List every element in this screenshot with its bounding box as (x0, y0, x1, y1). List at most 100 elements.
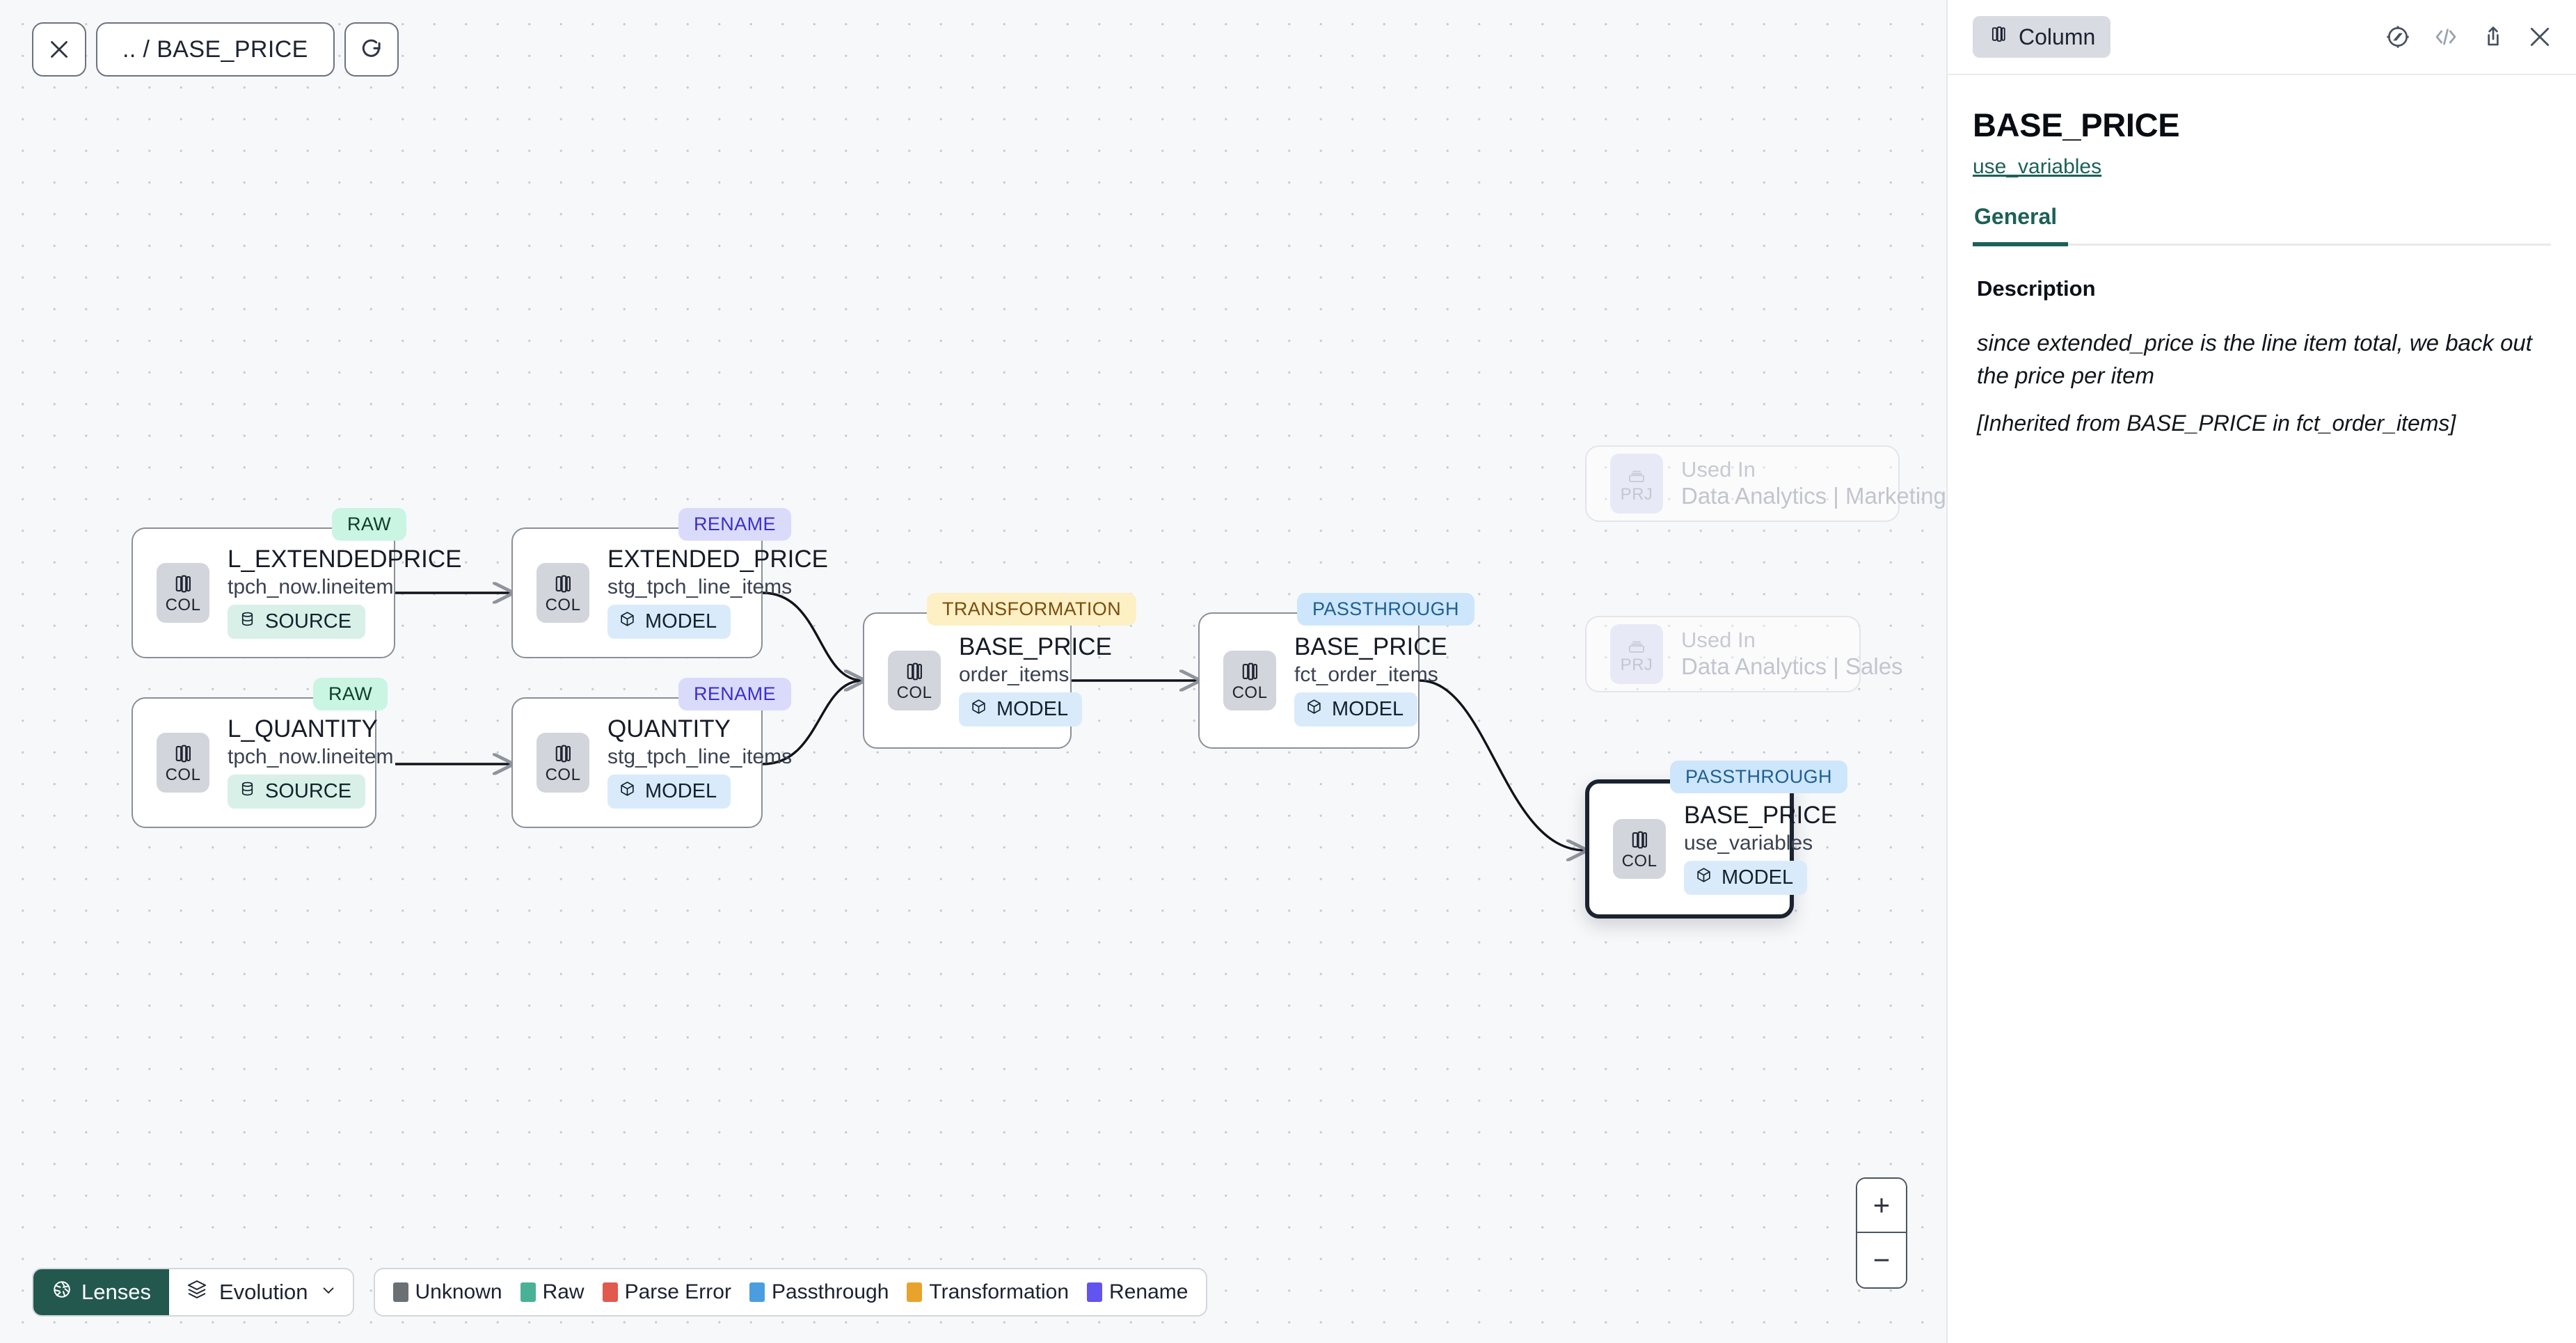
node-l-quantity[interactable]: COL L_QUANTITY tpch_now.lineitem SOURCE (132, 697, 393, 828)
zoom-in-button[interactable]: + (1857, 1179, 1906, 1233)
node-chip-label: MODEL (645, 610, 717, 633)
badge-label: TRANSFORMATION (942, 598, 1122, 619)
badge-rename: RENAME (678, 678, 791, 710)
node-title: BASE_PRICE (1684, 801, 1837, 829)
chevron-down-icon (319, 1280, 337, 1305)
node-chip-label: SOURCE (265, 780, 352, 803)
panel-title-block: BASE_PRICE use_variables (1948, 75, 2576, 179)
inherited-middle: in (2266, 410, 2296, 436)
node-used-in-sales[interactable]: PRJ Used In Data Analytics | Sales (1585, 616, 1903, 692)
column-icon-label: COL (1232, 683, 1268, 702)
column-icon: COL (536, 733, 589, 793)
node-l-extendedprice[interactable]: COL L_EXTENDEDPRICE tpch_now.lineitem SO… (132, 527, 461, 658)
legend-swatch (907, 1282, 923, 1302)
close-icon (47, 37, 72, 62)
project-icon: PRJ (1610, 624, 1663, 684)
node-chip-label: MODEL (1332, 698, 1404, 721)
node-subtitle: Data Analytics | Marketing (1681, 483, 1946, 509)
column-icon: COL (888, 651, 941, 710)
lineage-legend: Unknown Raw Parse Error Passthrough Tran… (373, 1268, 1208, 1317)
node-base-price-fct-order-items[interactable]: COL BASE_PRICE fct_order_items MODEL (1198, 612, 1447, 749)
canvas-bottom-bar: Lenses Evolution (32, 1268, 1208, 1317)
node-subtitle: Data Analytics | Sales (1681, 653, 1903, 680)
entity-kind-label: Column (2019, 24, 2096, 49)
legend-label: Passthrough (771, 1280, 889, 1303)
column-icon-label: COL (545, 765, 581, 784)
legend-item-parse-error[interactable]: Parse Error (602, 1280, 731, 1304)
node-base-price-use-variables[interactable]: COL BASE_PRICE use_variables MODEL (1585, 779, 1837, 919)
inherited-model-link[interactable]: fct_order_items (2296, 410, 2450, 436)
legend-label: Rename (1109, 1280, 1188, 1303)
evolution-dropdown[interactable]: Evolution (169, 1269, 353, 1315)
node-title: QUANTITY (607, 715, 731, 742)
node-subtitle: tpch_now.lineitem (228, 575, 394, 598)
node-chip-source: SOURCE (228, 774, 366, 809)
legend-item-unknown[interactable]: Unknown (392, 1280, 502, 1304)
close-button[interactable] (32, 22, 86, 77)
description-section: Description since extended_price is the … (1948, 246, 2576, 436)
legend-item-rename[interactable]: Rename (1087, 1280, 1188, 1304)
lenses-button[interactable]: Lenses (33, 1269, 169, 1315)
node-chip-source: SOURCE (228, 605, 366, 639)
breadcrumb[interactable]: .. / BASE_PRICE (96, 22, 335, 77)
column-icon: COL (157, 563, 209, 623)
node-subtitle: order_items (959, 662, 1070, 686)
panel-tabs: General (1973, 204, 2551, 246)
model-link[interactable]: use_variables (1973, 155, 2102, 178)
node-chip-model: MODEL (607, 605, 731, 639)
node-chip-label: MODEL (996, 698, 1069, 721)
legend-swatch (749, 1282, 765, 1302)
panel-header: Column (1948, 0, 2576, 75)
legend-swatch (1087, 1282, 1103, 1302)
legend-swatch (392, 1282, 408, 1302)
tab-general[interactable]: General (1973, 204, 2069, 246)
badge-rename: RENAME (678, 508, 791, 541)
column-icon (1988, 24, 2009, 50)
node-extended-price[interactable]: COL EXTENDED_PRICE stg_tpch_line_items M… (511, 527, 828, 658)
cube-icon (1305, 698, 1323, 721)
node-quantity[interactable]: COL QUANTITY stg_tpch_line_items MODEL (511, 697, 792, 828)
legend-item-transformation[interactable]: Transformation (907, 1280, 1069, 1304)
inherited-note: [Inherited from BASE_PRICE in fct_order_… (1977, 411, 2551, 436)
node-used-in-marketing[interactable]: PRJ Used In Data Analytics | Marketing (1585, 445, 1946, 522)
badge-passthrough: PASSTHROUGH (1297, 593, 1474, 626)
refresh-button[interactable] (344, 22, 399, 77)
legend-swatch (520, 1282, 536, 1302)
node-subtitle: stg_tpch_line_items (607, 575, 793, 598)
node-subtitle: fct_order_items (1294, 662, 1438, 686)
legend-item-passthrough[interactable]: Passthrough (749, 1280, 889, 1304)
share-icon[interactable] (2480, 24, 2506, 50)
node-chip-label: MODEL (1722, 866, 1794, 889)
badge-label: PASSTHROUGH (1312, 598, 1459, 619)
details-panel: Column (1946, 0, 2576, 1343)
column-icon: COL (157, 733, 209, 793)
inherited-prefix: [Inherited from (1977, 410, 2127, 436)
zoom-out-button[interactable]: − (1857, 1233, 1906, 1287)
node-title: EXTENDED_PRICE (607, 545, 829, 573)
code-icon[interactable] (2431, 22, 2460, 51)
entity-kind-chip[interactable]: Column (1973, 16, 2111, 58)
inherited-column-link[interactable]: BASE_PRICE (2126, 410, 2267, 436)
breadcrumb-label: .. / BASE_PRICE (122, 35, 308, 63)
cube-icon (970, 698, 987, 721)
close-icon[interactable] (2526, 23, 2554, 51)
column-icon-label: COL (165, 596, 201, 614)
lineage-canvas[interactable]: .. / BASE_PRICE PRJ (0, 0, 1946, 1343)
legend-label: Raw (542, 1280, 585, 1303)
column-icon-label: COL (165, 765, 201, 784)
compass-icon[interactable] (2384, 23, 2412, 51)
legend-label: Transformation (929, 1280, 1070, 1303)
legend-label: Parse Error (624, 1280, 731, 1303)
node-base-price-order-items[interactable]: COL BASE_PRICE order_items MODEL (863, 612, 1112, 749)
column-icon: COL (1223, 651, 1276, 710)
cube-icon (619, 780, 636, 803)
legend-item-raw[interactable]: Raw (520, 1280, 585, 1304)
node-chip-label: MODEL (645, 780, 717, 803)
node-chip-model: MODEL (959, 692, 1083, 727)
column-icon: COL (536, 563, 589, 623)
layers-icon (186, 1278, 208, 1306)
node-title: BASE_PRICE (1294, 633, 1447, 660)
page-title: BASE_PRICE (1973, 106, 2180, 143)
node-title: L_QUANTITY (228, 715, 378, 742)
node-subtitle: stg_tpch_line_items (607, 745, 793, 768)
